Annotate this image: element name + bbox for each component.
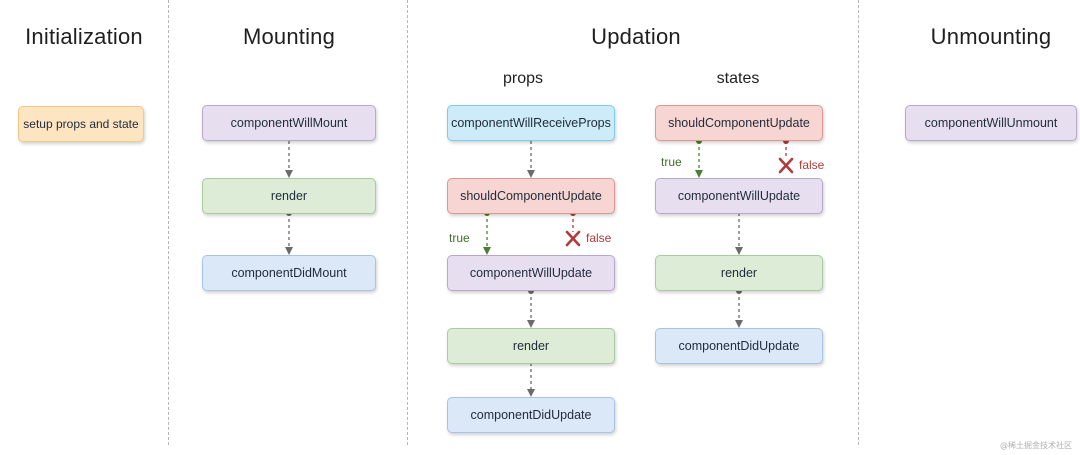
node-component-did-mount: componentDidMount <box>202 255 376 291</box>
phase-title-mounting: Mounting <box>242 24 336 49</box>
phase-divider-init-mount <box>168 0 169 445</box>
node-states-component-will-update: componentWillUpdate <box>655 178 823 214</box>
label-props-true: true <box>449 231 470 245</box>
node-states-should-component-update: shouldComponentUpdate <box>655 105 823 141</box>
node-component-will-unmount: componentWillUnmount <box>905 105 1077 141</box>
node-component-will-receive-props: componentWillReceiveProps <box>447 105 615 141</box>
node-props-component-will-update: componentWillUpdate <box>447 255 615 291</box>
node-states-render: render <box>655 255 823 291</box>
column-title-props: props <box>502 70 544 87</box>
node-mount-render: render <box>202 178 376 214</box>
node-component-will-mount: componentWillMount <box>202 105 376 141</box>
node-props-should-component-update: shouldComponentUpdate <box>447 178 615 214</box>
node-states-component-did-update: componentDidUpdate <box>655 328 823 364</box>
phase-title-unmounting: Unmounting <box>930 24 1052 49</box>
label-states-false: false <box>799 158 825 172</box>
label-states-true: true <box>661 155 682 169</box>
phase-title-initialization: Initialization <box>25 24 143 49</box>
phase-divider-mount-update <box>407 0 408 445</box>
column-title-states: states <box>716 70 760 87</box>
node-props-render: render <box>447 328 615 364</box>
watermark: @稀土掘金技术社区 <box>1000 441 1072 450</box>
phase-divider-update-unmount <box>858 0 859 445</box>
label-props-false: false <box>586 231 612 245</box>
node-props-component-did-update: componentDidUpdate <box>447 397 615 433</box>
node-setup-props-and-state: setup props and state <box>18 106 144 142</box>
phase-title-updation: Updation <box>591 24 681 49</box>
